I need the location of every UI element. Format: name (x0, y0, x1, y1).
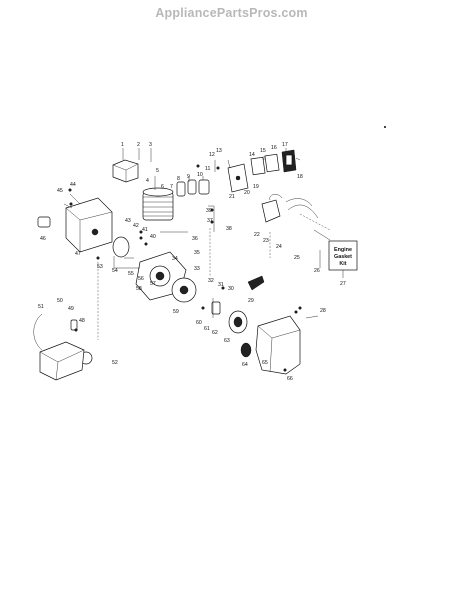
part-54-o-ring (112, 236, 130, 258)
callout-35: 35 (194, 250, 200, 256)
part-carburetor-spacers (176, 179, 210, 197)
callout-45: 45 (57, 188, 63, 194)
callout-46: 46 (40, 236, 46, 242)
callout-27: 27 (340, 281, 346, 287)
callout-3: 3 (149, 142, 152, 148)
callout-65: 65 (262, 360, 268, 366)
callout-33: 33 (194, 266, 200, 272)
callout-66: 66 (287, 376, 293, 382)
callout-37: 37 (207, 218, 213, 224)
callout-51: 51 (38, 304, 44, 310)
callout-7: 7 (170, 184, 173, 190)
callout-59: 59 (173, 309, 179, 315)
callout-55: 55 (128, 271, 134, 277)
callout-15: 15 (260, 148, 266, 154)
callout-30: 30 (228, 286, 234, 292)
callout-10: 10 (197, 172, 203, 178)
part-1-cover (112, 159, 139, 183)
callout-1: 1 (121, 142, 124, 148)
part-air-filter (250, 149, 297, 176)
watermark-text: AppliancePartsPros.com (155, 6, 308, 20)
callout-8: 8 (177, 176, 180, 182)
callout-39: 39 (206, 208, 212, 214)
callout-28: 28 (320, 308, 326, 314)
part-65-starter-housing (255, 315, 301, 375)
callout-47: 47 (75, 251, 81, 257)
leader-lines (63, 148, 321, 319)
part-22-ignition-coil (261, 194, 283, 223)
callout-13: 13 (216, 148, 222, 154)
part-29-starter-handle (247, 275, 265, 291)
callout-5: 5 (156, 168, 159, 174)
engine-gasket-kit-box: Engine Gasket Kit 27 (328, 240, 358, 287)
part-49-fuel-filter (70, 319, 78, 331)
callout-12: 12 (209, 152, 215, 158)
kit-box-line-2: Gasket (334, 254, 352, 260)
callout-6: 6 (161, 184, 164, 190)
callout-22: 22 (254, 232, 260, 238)
callout-29: 29 (248, 298, 254, 304)
part-46-switch (37, 216, 51, 228)
part-fuel-tank (39, 341, 85, 381)
callout-42: 42 (133, 223, 139, 229)
callout-23: 23 (263, 238, 269, 244)
callout-56: 56 (138, 276, 144, 282)
callout-61: 61 (204, 326, 210, 332)
callout-2: 2 (137, 142, 140, 148)
callout-49: 49 (68, 306, 74, 312)
fasteners (68, 125, 387, 372)
callout-11: 11 (205, 166, 210, 172)
callout-40: 40 (150, 234, 156, 240)
callout-48: 48 (79, 318, 85, 324)
callout-9: 9 (187, 174, 190, 180)
callout-4: 4 (146, 178, 149, 184)
callout-60: 60 (196, 320, 202, 326)
kit-box-line-1: Engine (334, 247, 352, 253)
callout-44: 44 (70, 182, 76, 188)
part-wires (285, 198, 319, 219)
callout-57: 57 (150, 281, 156, 287)
callout-14: 14 (249, 152, 255, 158)
part-59-flywheel (171, 277, 197, 303)
callout-64: 64 (242, 362, 248, 368)
callout-50: 50 (57, 298, 63, 304)
callout-25: 25 (294, 255, 300, 261)
callout-17: 17 (282, 142, 288, 148)
callout-36: 36 (192, 236, 198, 242)
part-64-spring (240, 342, 252, 358)
callout-16: 16 (271, 145, 277, 151)
part-62-pawl (211, 301, 221, 315)
part-63-recoil-pulley (228, 310, 248, 334)
callout-26: 26 (314, 268, 320, 274)
callout-18: 18 (297, 174, 303, 180)
callout-58: 58 (136, 286, 142, 292)
callout-31: 31 (218, 282, 224, 288)
callout-43: 43 (125, 218, 131, 224)
callout-52: 52 (112, 360, 118, 366)
callout-38: 38 (226, 226, 232, 232)
kit-box-line-3: Kit (339, 261, 346, 267)
callout-34: 34 (172, 256, 178, 262)
callout-62: 62 (212, 330, 218, 336)
part-21-carburetor (227, 163, 249, 193)
callout-19: 19 (253, 184, 259, 190)
part-cylinder (142, 187, 174, 221)
callout-24: 24 (276, 244, 282, 250)
callout-53: 53 (97, 264, 103, 270)
callout-54: 54 (112, 268, 118, 274)
callout-41: 41 (142, 227, 148, 233)
part-47-crankcase-cover (65, 197, 113, 253)
assembly-lines (97, 205, 331, 340)
callout-32: 32 (208, 278, 214, 284)
part-51-fuel-line (33, 313, 43, 351)
callout-labels: 1 2 3 4 5 6 7 8 9 10 11 12 13 14 15 16 1… (38, 142, 326, 382)
callout-21: 21 (229, 194, 235, 200)
callout-63: 63 (224, 338, 230, 344)
callout-20: 20 (244, 190, 250, 196)
